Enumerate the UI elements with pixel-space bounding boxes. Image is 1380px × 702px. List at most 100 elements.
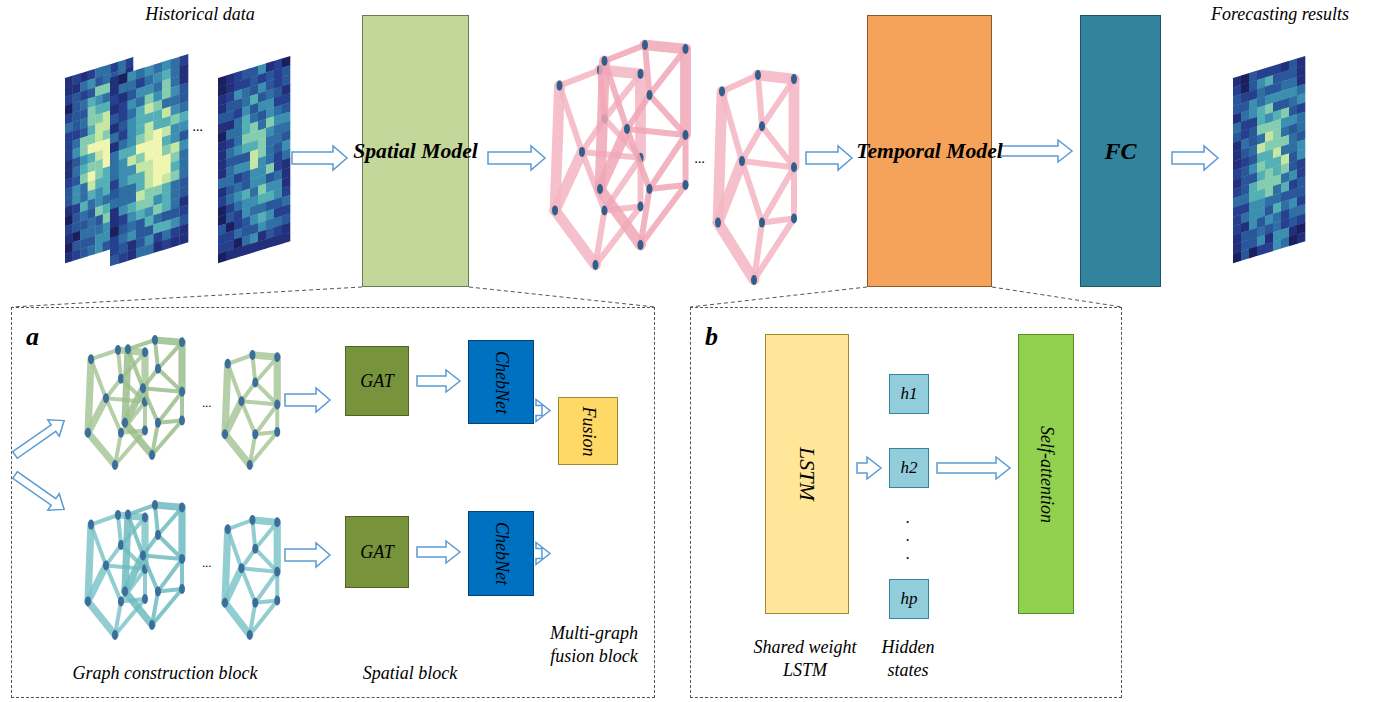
graph-vertex [252,598,258,608]
heat-cell [242,244,250,256]
arrow-shape [857,457,881,479]
heat-cell [95,242,103,254]
graph-vertex [274,427,280,437]
graph-edge [125,349,128,423]
graph-vertex [179,416,185,426]
graph-edge [627,95,650,129]
graph-vertex [179,387,185,397]
graph-vertex [155,418,161,428]
caption-label: . [898,526,918,546]
graph-figure [597,40,689,250]
graph-vertex [638,202,644,212]
heatmap [110,54,188,266]
heat-cell [1233,251,1241,263]
graph-vertex [149,450,155,460]
graph-vertex [739,156,745,166]
heat-cell [171,235,180,247]
graph-edge [128,505,155,515]
graph-vertex [274,567,280,577]
caption-label: ... [192,556,222,571]
graph-vertex [118,428,124,438]
graph-edge [178,507,185,559]
heatmap [65,57,133,263]
graph-edge [742,161,794,167]
graph-vertex [115,345,121,355]
graph-edge [253,520,278,522]
graph-edge [627,129,650,189]
graph-edge [158,392,182,423]
caption-label: Graph construction block [60,662,270,685]
heat-cell [250,241,258,253]
graph-vertex [250,515,256,525]
heat-cell [179,233,188,245]
caption-label: Forecasting results [1195,3,1365,26]
graph-edge [125,591,152,625]
caption-label: Multi-graph fusion block [535,622,653,667]
chebnet-block: ChebNet [468,511,534,596]
graph-vertex [115,510,121,520]
graph-edge [683,135,689,185]
graph-vertex [149,620,155,630]
graph-vertex [759,218,765,228]
attention-block: Self-attention [1018,334,1074,614]
graph-vertex [85,596,91,606]
connector-arrow [536,543,550,565]
graph-edge [718,223,754,280]
node-label: hp [901,589,918,609]
graph-vertex [118,596,124,606]
graph-figure [122,335,185,460]
connector-arrow [536,400,550,422]
graph-edge [228,520,253,529]
graph-figure [85,345,148,470]
graph-edge [762,219,794,223]
graph-vertex [179,584,185,594]
heat-cell [136,246,145,258]
graph-edge [650,135,686,189]
graph-vertex [179,337,185,347]
graph-edge [88,359,91,433]
graph-vertex [602,56,608,66]
graph-vertex [791,214,797,224]
graph-edge [242,401,278,404]
graph-vertex [638,240,644,250]
graph-edge [600,61,605,189]
node-label: ChebNet [491,351,512,414]
graph-edge [274,522,281,571]
graph-edge [605,45,646,61]
graph-vertex [103,393,109,403]
graph-edge [762,167,794,222]
node-label: FC [1104,138,1136,165]
arrow-shape [536,543,550,565]
graph-edge [754,219,794,281]
heat-cell [258,239,266,251]
graph-vertex [88,520,94,530]
graph-figure [222,350,280,470]
graph-edge [255,601,277,603]
hidden-state: h1 [889,374,929,414]
graph-edge [242,568,278,571]
graph-edge [225,434,250,465]
caption-label: Spatial block [350,662,470,685]
gat-block: GAT [345,346,409,416]
graph-vertex [142,594,148,604]
graph-vertex [155,530,161,540]
arrow-shape [417,541,460,563]
lstm-block: LSTM [765,334,849,614]
graph-edge [650,185,686,189]
graph-vertex [125,344,131,354]
graph-edge [255,572,277,603]
graph-edge [225,529,228,603]
heatmap [1233,56,1305,263]
graph-edge [645,45,650,95]
arrow-shape [536,400,550,422]
graph-edge [143,555,182,559]
graph-edge [680,49,691,135]
graph-vertex [593,260,599,270]
caption-label: ... [184,118,212,136]
graph-vertex [247,630,253,640]
heatmap [218,56,290,263]
node-label: Fusion [577,406,598,456]
graph-vertex [252,544,258,554]
graph-edge [225,364,228,434]
graph-edge [641,185,686,245]
